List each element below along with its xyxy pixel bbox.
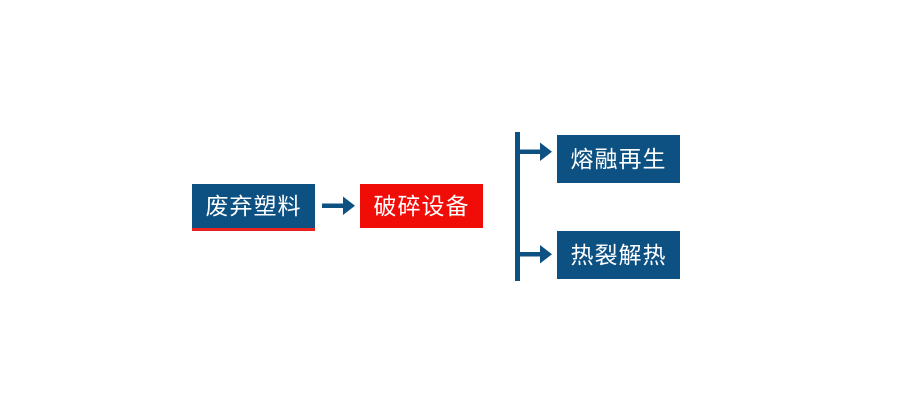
node-waste-plastic-label: 废弃塑料: [205, 192, 302, 219]
node-pyrolysis-label: 热裂解热: [570, 241, 667, 268]
node-melt-regeneration-label: 熔融再生: [570, 145, 667, 172]
node-waste-plastic[interactable]: 废弃塑料: [192, 184, 315, 231]
node-pyrolysis[interactable]: 热裂解热: [557, 231, 680, 279]
node-crusher-label: 破碎设备: [373, 192, 470, 219]
node-melt-regeneration[interactable]: 熔融再生: [557, 135, 680, 183]
arrow-right-icon: [322, 192, 356, 220]
node-crusher[interactable]: 破碎设备: [360, 184, 483, 228]
branch-connector-icon: [508, 126, 560, 284]
